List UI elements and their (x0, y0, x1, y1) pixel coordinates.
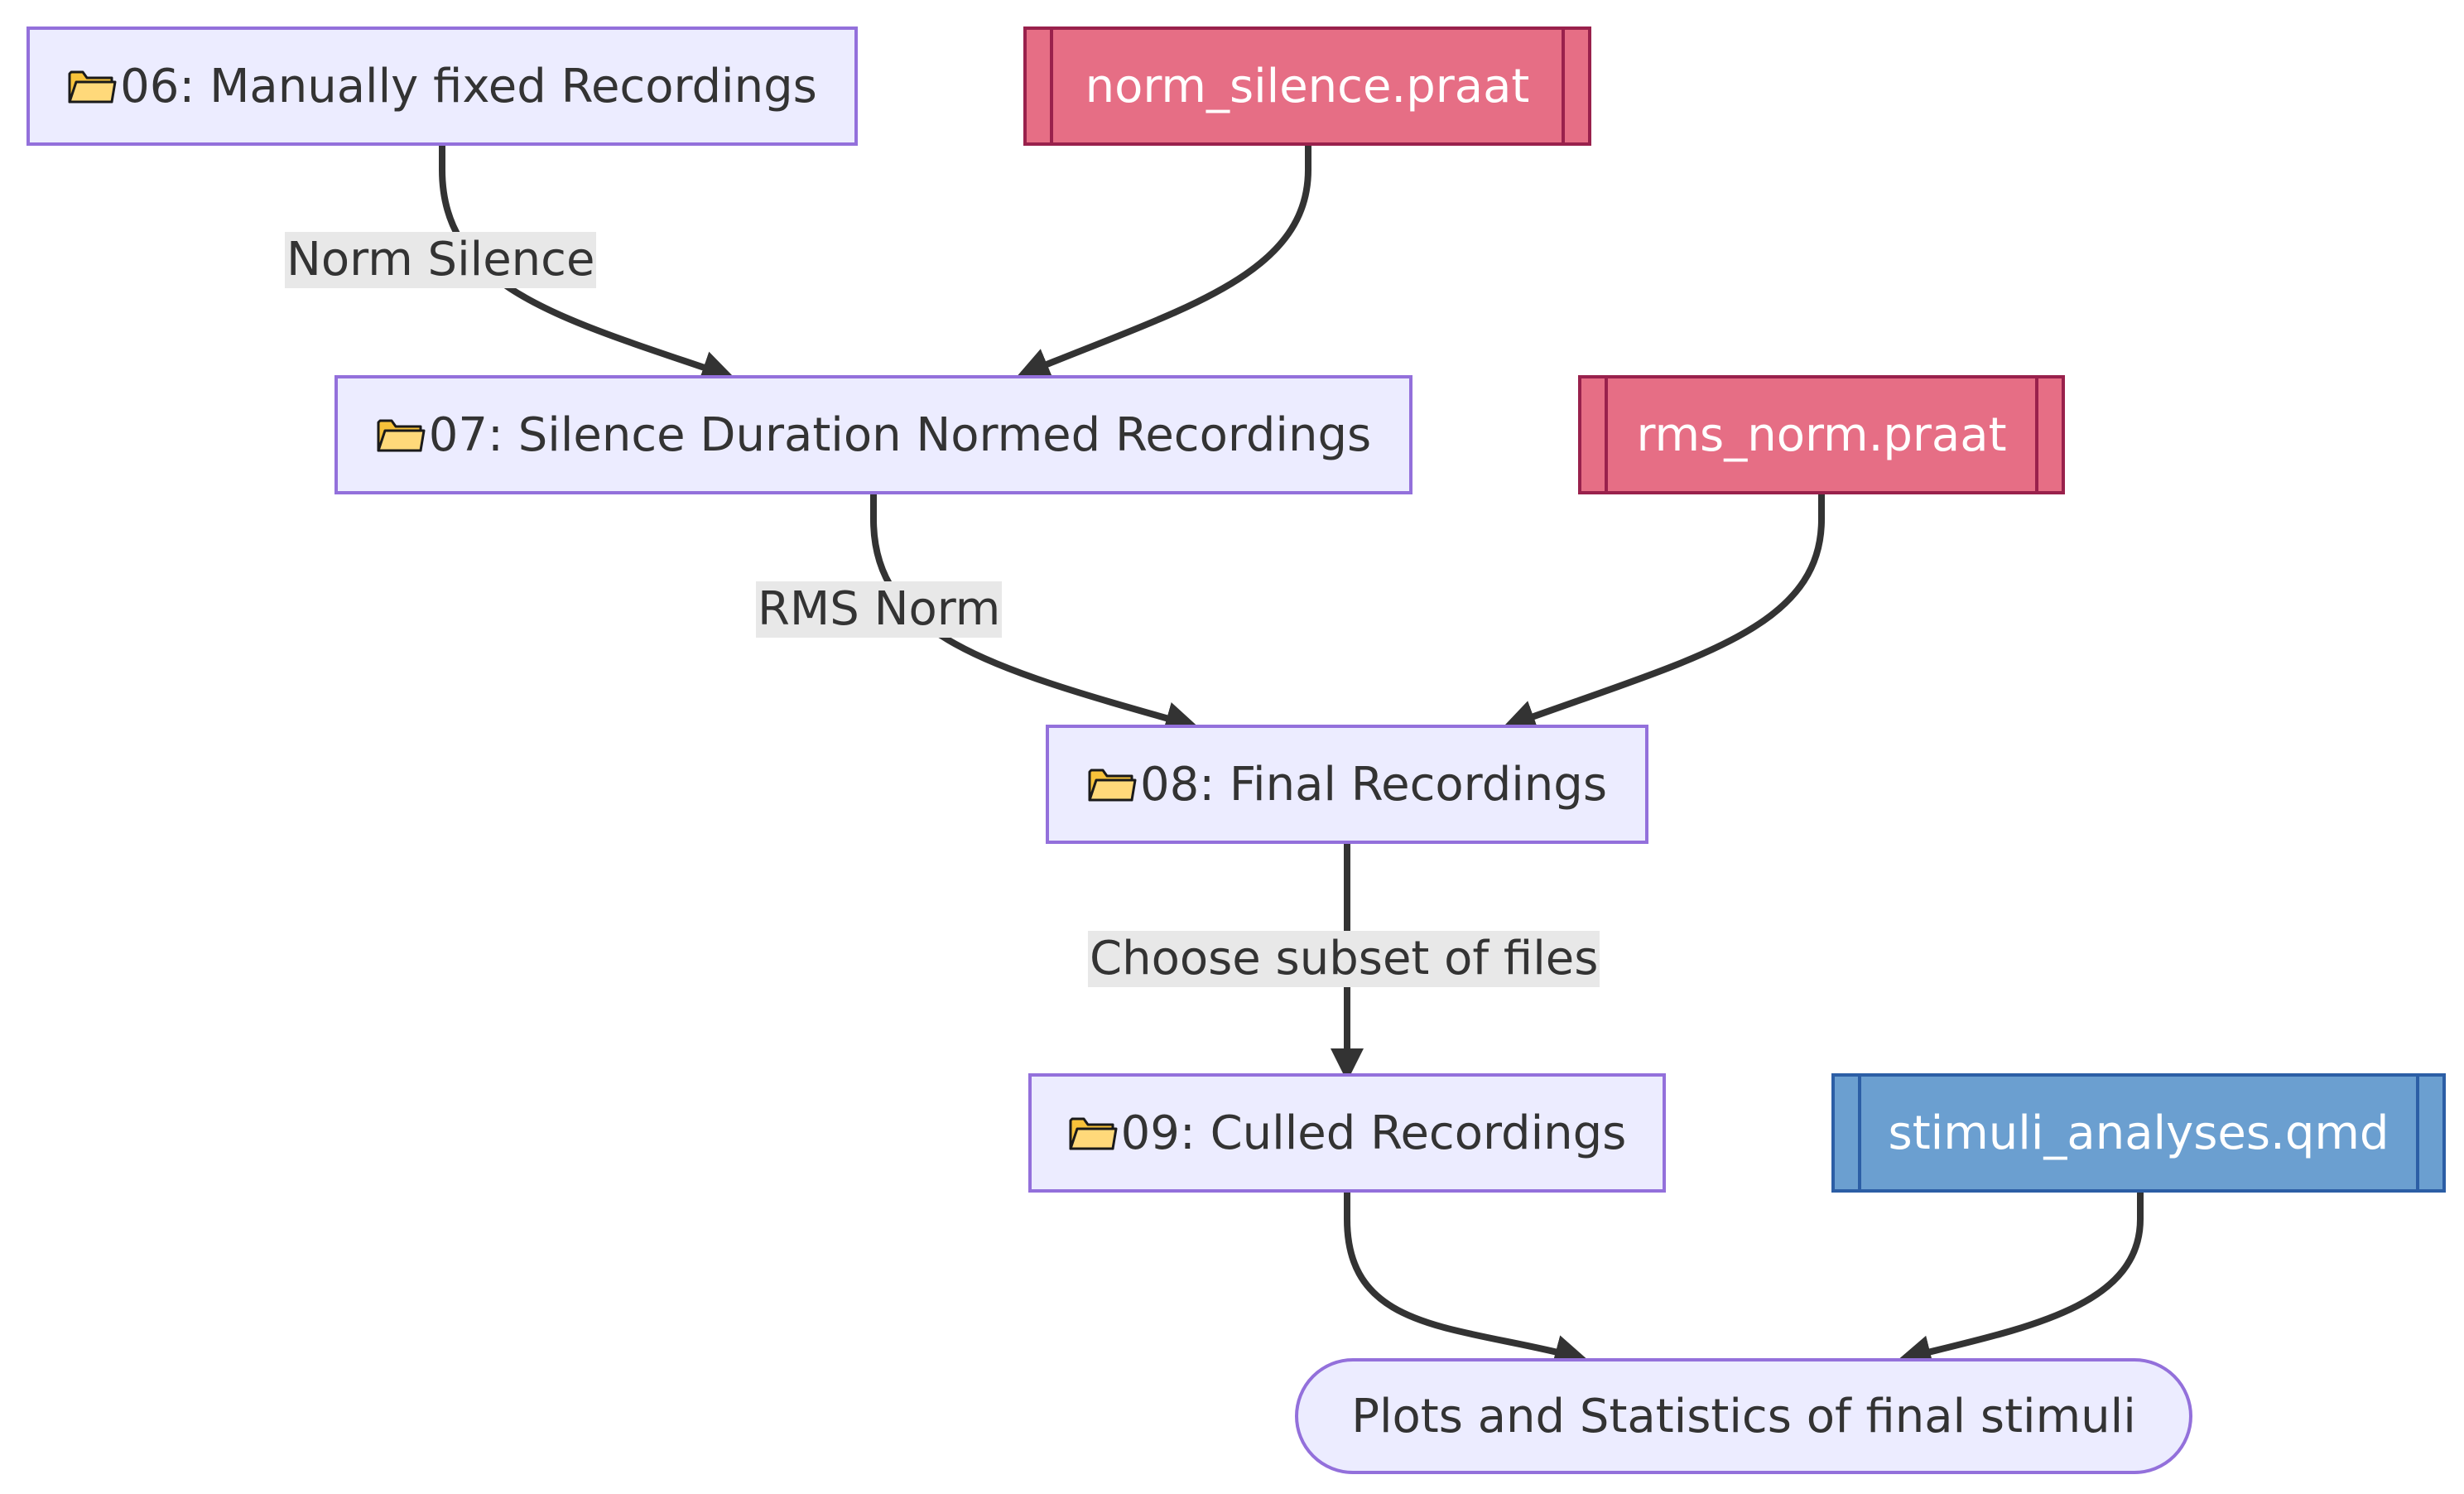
edge-label-rms-norm: RMS Norm (756, 581, 1003, 638)
folder-icon (68, 70, 117, 104)
node-08-label: 08: Final Recordings (1139, 757, 1608, 812)
edge-label-choose-subset: Choose subset of files (1088, 931, 1600, 987)
subroutine-bar-right (2035, 378, 2038, 491)
edge-06-to-07 (439, 146, 735, 383)
edge-rms-norm-script-to-08 (1502, 494, 1825, 732)
node-07-silence-duration-normed-recordings[interactable]: 07: Silence Duration Normed Recordings (334, 375, 1412, 494)
edge-label-norm-silence: Norm Silence (285, 232, 597, 288)
script-norm-silence-praat[interactable]: norm_silence.praat (1023, 27, 1591, 146)
folder-icon (1069, 1117, 1118, 1150)
edge-norm-silence-script-to-07 (1016, 146, 1311, 380)
script-stimuli-analyses-qmd[interactable]: stimuli_analyses.qmd (1831, 1073, 2446, 1193)
node-07-label: 07: Silence Duration Normed Recordings (428, 407, 1372, 462)
node-09-label: 09: Culled Recordings (1120, 1106, 1627, 1160)
script-rms-norm-praat[interactable]: rms_norm.praat (1578, 375, 2065, 494)
node-09-culled-recordings[interactable]: 09: Culled Recordings (1028, 1073, 1666, 1193)
subroutine-bar-left (1605, 378, 1608, 491)
subroutine-bar-left (1050, 30, 1053, 142)
subroutine-bar-right (1562, 30, 1565, 142)
subroutine-bar-left (1858, 1077, 1861, 1189)
edge-09-to-plots (1344, 1193, 1588, 1368)
node-06-label: 06: Manually fixed Recordings (120, 59, 817, 113)
subroutine-bar-right (2416, 1077, 2419, 1189)
folder-icon (1088, 769, 1137, 802)
node-08-final-recordings[interactable]: 08: Final Recordings (1046, 725, 1648, 844)
edge-07-to-08 (870, 494, 1199, 735)
node-plots-label: Plots and Statistics of final stimuli (1351, 1389, 2136, 1443)
node-06-manually-fixed-recordings[interactable]: 06: Manually fixed Recordings (26, 27, 858, 146)
node-plots-and-statistics[interactable]: Plots and Statistics of final stimuli (1295, 1358, 2192, 1474)
folder-icon (377, 419, 426, 452)
script-rms-norm-label: rms_norm.praat (1636, 407, 2007, 462)
edge-stimuli-analyses-script-to-plots (1898, 1193, 2144, 1368)
script-stimuli-analyses-label: stimuli_analyses.qmd (1888, 1106, 2389, 1160)
script-norm-silence-label: norm_silence.praat (1085, 59, 1530, 113)
